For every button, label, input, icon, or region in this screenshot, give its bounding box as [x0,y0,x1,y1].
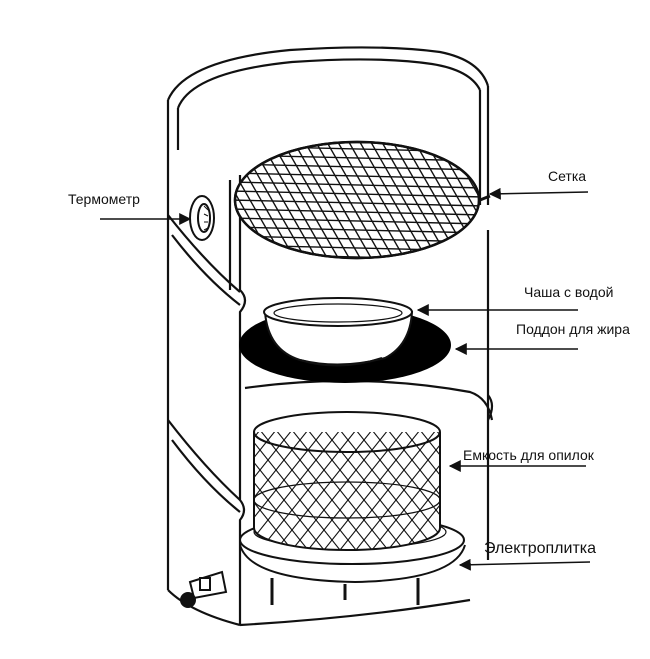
label-thermometer: Термометр [68,191,140,207]
arrow-grate [488,187,589,200]
inner-back-wall [244,379,494,421]
barrel-top-rim-inner [176,58,481,109]
hoop-upper [167,214,241,293]
callout-arrows [100,187,591,571]
barrel [166,46,494,627]
barrel-bottom [167,589,241,627]
label-grease-tray: Поддон для жира [516,321,630,337]
sawdust-container [253,411,441,551]
label-grate: Сетка [548,168,587,184]
arrow-hot-plate [458,558,591,571]
label-water-bowl: Чаша с водой [524,284,614,300]
water-bowl [263,297,414,367]
label-sawdust-container: Емкость для опилок [463,447,594,463]
barrel-top-rim [166,46,490,101]
hoop-lower [167,419,241,501]
drain-tap [180,570,228,608]
label-hot-plate: Электроплитка [484,540,597,557]
cutaway-edge [238,175,247,625]
thermometer [189,195,215,241]
